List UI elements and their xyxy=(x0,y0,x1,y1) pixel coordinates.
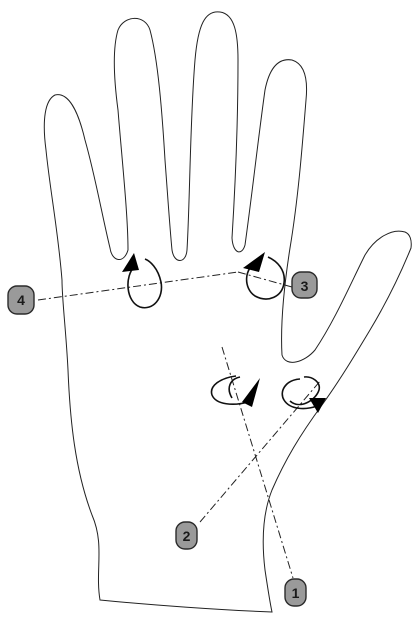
rotation-arrow-4 xyxy=(122,253,161,308)
marker-2: 2 xyxy=(176,522,197,549)
marker-4-label: 4 xyxy=(17,292,25,308)
hand-outline xyxy=(44,12,411,612)
rotation-arrow-1 xyxy=(212,376,260,407)
axis-4-line xyxy=(38,272,238,300)
marker-3: 3 xyxy=(292,272,317,298)
marker-1-label: 1 xyxy=(292,585,300,601)
marker-1: 1 xyxy=(285,579,306,606)
marker-3-label: 3 xyxy=(301,278,309,294)
marker-4: 4 xyxy=(8,286,34,314)
marker-2-label: 2 xyxy=(183,528,191,544)
